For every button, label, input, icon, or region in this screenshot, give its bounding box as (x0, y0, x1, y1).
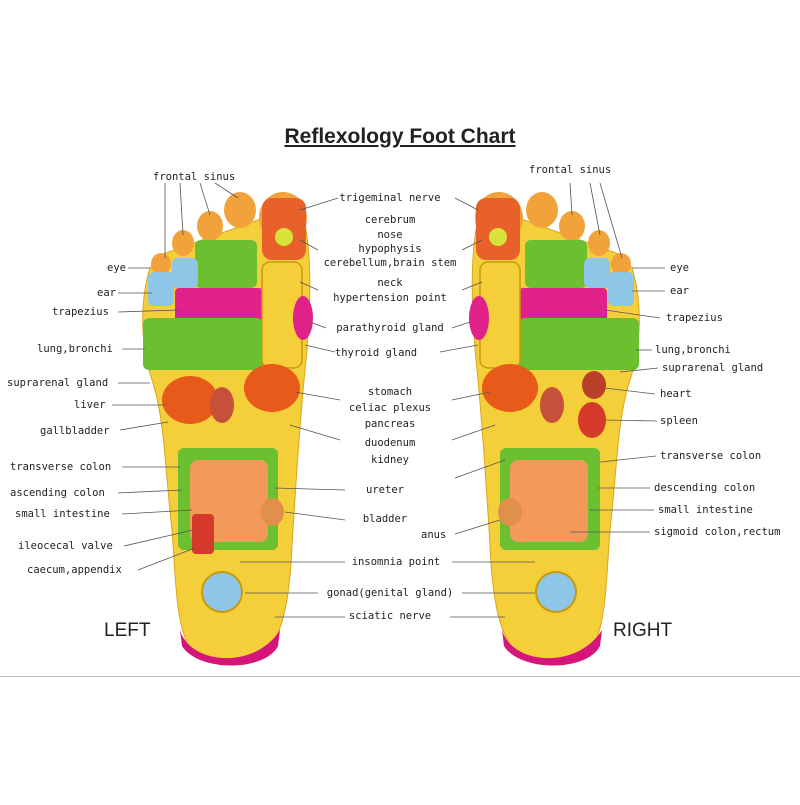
left-hypophysis (275, 228, 293, 246)
label-bladder: bladder (362, 513, 408, 525)
right-sinus-band (525, 240, 587, 288)
label-neck: neck (377, 277, 403, 289)
label-nose: nose (377, 229, 403, 241)
label-trigeminal-nerve: trigeminal nerve (339, 192, 441, 204)
right-bladder (498, 498, 522, 526)
right-spleen (578, 402, 606, 438)
left-label-ear: ear (97, 287, 116, 299)
left-liver (162, 376, 218, 424)
right-label-lung: lung,bronchi (655, 344, 731, 356)
label-stomach: stomach (367, 386, 413, 398)
left-label-ascending-colon: ascending colon (10, 487, 105, 499)
right-heel (502, 630, 602, 666)
left-gonad (201, 571, 243, 613)
label-ureter: ureter (366, 484, 404, 496)
left-foot-label: LEFT (104, 620, 151, 641)
label-pancreas: pancreas (364, 418, 416, 430)
left-parathyroid (293, 296, 313, 340)
right-kidney (540, 387, 564, 423)
left-label-frontal-sinus: frontal sinus (153, 171, 236, 183)
left-label-eye: eye (107, 262, 126, 274)
left-label-caecum: caecum,appendix (27, 564, 122, 576)
label-anus: anus (421, 529, 447, 541)
left-kidney (210, 387, 234, 423)
left-lung (143, 318, 263, 370)
right-label-eye: eye (670, 262, 689, 274)
left-heel (180, 630, 280, 666)
right-parathyroid (469, 296, 489, 340)
right-foot-label: RIGHT (613, 620, 673, 641)
right-label-heart: heart (660, 388, 692, 400)
label-parathyroid: parathyroid gland (336, 322, 444, 334)
label-sciatic-nerve: sciatic nerve (348, 610, 432, 622)
left-toe-2 (224, 192, 256, 228)
left-toe-4 (172, 230, 194, 256)
left-label-gallbladder: gallbladder (40, 425, 110, 437)
right-eye-zone (584, 258, 610, 288)
left-ear-zone (148, 272, 174, 306)
right-foot (469, 192, 640, 666)
left-sinus-band (195, 240, 257, 288)
label-gonad: gonad(genital gland) (326, 587, 454, 599)
left-foot (142, 192, 313, 666)
right-hypophysis (489, 228, 507, 246)
right-label-transverse-colon: transverse colon (660, 450, 762, 462)
left-stomach (244, 364, 300, 412)
right-gonad (535, 571, 577, 613)
label-kidney: kidney (371, 454, 409, 466)
left-toe-3 (197, 211, 223, 241)
right-label-ear: ear (670, 285, 689, 297)
chart-title: Reflexology Foot Chart (284, 125, 516, 148)
right-intestine (510, 460, 588, 542)
left-label-ileocecal: ileocecal valve (18, 540, 113, 552)
right-lung (519, 318, 639, 370)
label-thyroid: thyroid gland (334, 347, 418, 359)
label-cerebellum: cerebellum,brain stem (323, 257, 457, 269)
label-celiac-plexus: celiac plexus (348, 402, 432, 414)
right-heart (582, 371, 606, 399)
right-label-descending-colon: descending colon (654, 482, 756, 494)
right-label-sigmoid-colon: sigmoid colon,rectum (654, 526, 781, 538)
right-stomach (482, 364, 538, 412)
left-ileocecal (192, 514, 214, 554)
right-toe-2 (526, 192, 558, 228)
right-toe-5 (611, 253, 631, 275)
right-label-small-intestine: small intestine (658, 504, 753, 516)
right-ear-zone (608, 272, 634, 306)
label-insomnia-point: insomnia point (351, 556, 441, 568)
leader-lines (112, 182, 665, 618)
left-label-liver: liver (74, 399, 106, 411)
bottom-divider (0, 676, 800, 677)
right-label-spleen: spleen (660, 415, 698, 427)
label-hypophysis: hypophysis (358, 243, 422, 255)
right-label-trapezius: trapezius (666, 312, 723, 324)
right-label-frontal-sinus: frontal sinus (529, 164, 612, 176)
left-label-suprarenal: suprarenal gland (7, 377, 109, 389)
left-toe-5 (151, 253, 171, 275)
left-label-trapezius: trapezius (52, 306, 109, 318)
left-eye-zone (172, 258, 198, 288)
left-label-transverse-colon: transverse colon (10, 461, 112, 473)
right-toe-3 (559, 211, 585, 241)
label-hypertension-point: hypertension point (333, 292, 447, 304)
label-duodenum: duodenum (364, 437, 416, 449)
right-toe-4 (588, 230, 610, 256)
left-label-small-intestine: small intestine (15, 508, 110, 520)
right-label-suprarenal: suprarenal gland (662, 362, 764, 374)
left-label-lung: lung,bronchi (37, 343, 113, 355)
left-bladder (260, 498, 284, 526)
label-cerebrum: cerebrum (364, 214, 416, 226)
